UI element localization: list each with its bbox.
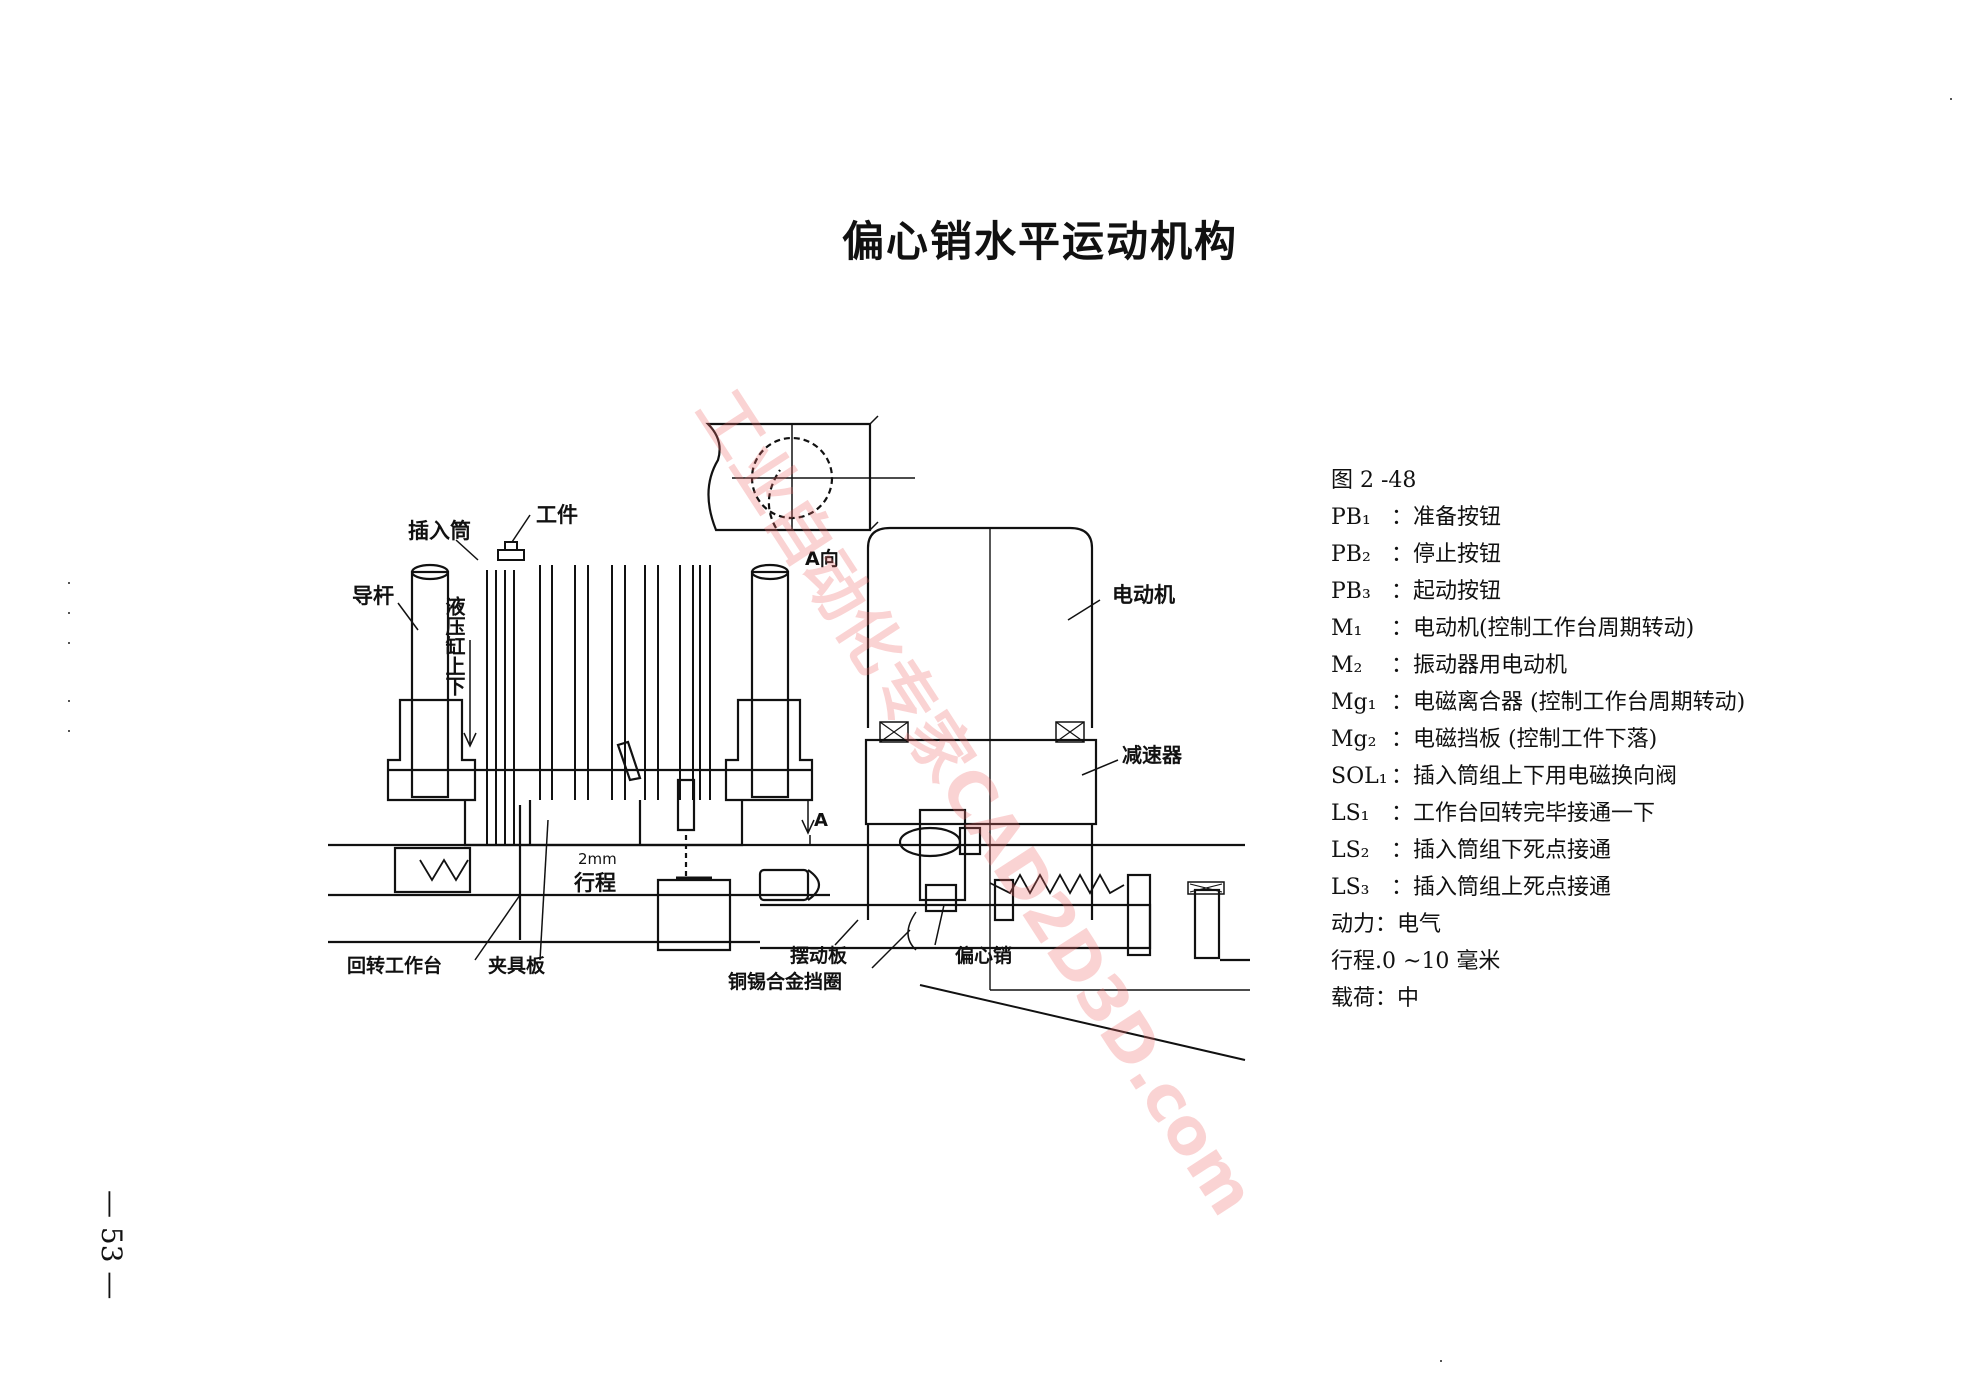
legend-code: LS₃ (1331, 875, 1370, 900)
legend-desc: 起动按钮 (1413, 579, 1502, 604)
legend-code: M₂ (1331, 653, 1363, 678)
guide-rods (386, 563, 814, 802)
legend-code: 动力 (1331, 912, 1376, 937)
legend-item: LS₃：插入筒组上死点接通 (1331, 869, 1951, 906)
legend-code: Mg₁ (1331, 690, 1377, 715)
label-guide-rod: 导杆 (352, 584, 394, 608)
legend-item: LS₂：插入筒组下死点接通 (1331, 832, 1951, 869)
legend-item: 动力：电气 (1331, 912, 1442, 937)
label-alloy-ring: 铜锡合金挡圈 (728, 970, 842, 993)
label-insert-tube: 插入筒 (408, 519, 471, 543)
scan-speck (1440, 1360, 1442, 1362)
legend-code: LS₁ (1331, 801, 1370, 826)
legend-desc: 振动器用电动机 (1413, 653, 1568, 678)
label-fixture-plate: 夹具板 (488, 954, 546, 977)
label-reducer: 减速器 (1122, 743, 1183, 767)
legend-code: SOL₁ (1331, 764, 1388, 789)
label-a-view: A向 (805, 547, 839, 570)
legend-item: PB₂：停止按钮 (1331, 536, 1951, 573)
scan-speck (68, 730, 70, 732)
swing-plate-assembly (760, 873, 1250, 1061)
legend-item: LS₁：工作台回转完毕接通一下 (1331, 795, 1951, 832)
label-stroke-2mm: 2mm (578, 850, 617, 868)
page-title: 偏心销水平运动机构 (841, 217, 1238, 266)
figure-legend: 图 2 -48 PB₁：准备按钮 PB₂：停止按钮 PB₃：起动按钮 M₁：电动… (1331, 462, 1951, 1017)
scan-speck (68, 642, 70, 644)
scan-speck (68, 700, 70, 702)
legend-item: SOL₁：插入筒组上下用电磁换向阀 (1331, 758, 1951, 795)
legend-desc: 准备按钮 (1413, 505, 1502, 530)
insert-tubes (486, 541, 711, 845)
legend-item: M₂：振动器用电动机 (1331, 647, 1951, 684)
legend-code: PB₁ (1331, 505, 1371, 530)
legend-desc: 工作台回转完毕接通一下 (1413, 801, 1656, 826)
legend-code: PB₂ (1331, 542, 1371, 567)
legend-item: 行程.0 ~10 毫米 (1331, 949, 1501, 974)
legend-desc: 电磁挡板 (控制工件下落) (1413, 727, 1658, 752)
label-swing-plate: 摆动板 (790, 944, 848, 967)
legend-desc: 电气 (1397, 912, 1442, 937)
legend-desc: 0 ~10 毫米 (1382, 949, 1501, 974)
scan-speck (68, 612, 70, 614)
rotary-table (328, 805, 1245, 952)
legend-code: Mg₂ (1331, 727, 1377, 752)
figure-number: 图 2 -48 (1331, 468, 1417, 493)
label-stroke: 行程 (573, 871, 616, 895)
legend-desc: 插入筒组下死点接通 (1413, 838, 1612, 863)
legend-item: Mg₁：电磁离合器 (控制工作台周期转动) (1331, 684, 1951, 721)
legend-desc: 插入筒组上下用电磁换向阀 (1413, 764, 1678, 789)
legend-code: PB₃ (1331, 579, 1371, 604)
legend-desc: 停止按钮 (1413, 542, 1502, 567)
legend-desc: 插入筒组上死点接通 (1413, 875, 1612, 900)
legend-code: M₁ (1331, 616, 1363, 641)
label-hydraulic-cylinder: 液压缸上下 (442, 595, 466, 697)
leader-lines (397, 514, 1119, 969)
legend-item: M₁：电动机(控制工作台周期转动) (1331, 610, 1951, 647)
legend-item: Mg₂：电磁挡板 (控制工件下落) (1331, 721, 1951, 758)
legend-item: PB₃：起动按钮 (1331, 573, 1951, 610)
legend-desc: 中 (1397, 986, 1420, 1011)
label-motor: 电动机 (1112, 583, 1175, 607)
scan-speck (1950, 98, 1952, 100)
label-section-a: A (814, 810, 828, 831)
legend-desc: 电动机(控制工作台周期转动) (1413, 616, 1695, 641)
label-eccentric-pin: 偏心销 (955, 944, 1012, 967)
page-number: — 53 — (95, 1190, 128, 1300)
legend-code: 行程 (1331, 949, 1376, 974)
label-workpiece: 工件 (536, 503, 578, 527)
legend-item: PB₁：准备按钮 (1331, 499, 1951, 536)
legend-item: 载荷：中 (1331, 986, 1420, 1011)
scan-speck (68, 582, 70, 584)
legend-code: LS₂ (1331, 838, 1370, 863)
a-view-detail (705, 415, 915, 532)
label-rotary-table: 回转工作台 (347, 954, 442, 977)
legend-desc: 电磁离合器 (控制工作台周期转动) (1413, 690, 1746, 715)
legend-code: 载荷 (1331, 986, 1376, 1011)
